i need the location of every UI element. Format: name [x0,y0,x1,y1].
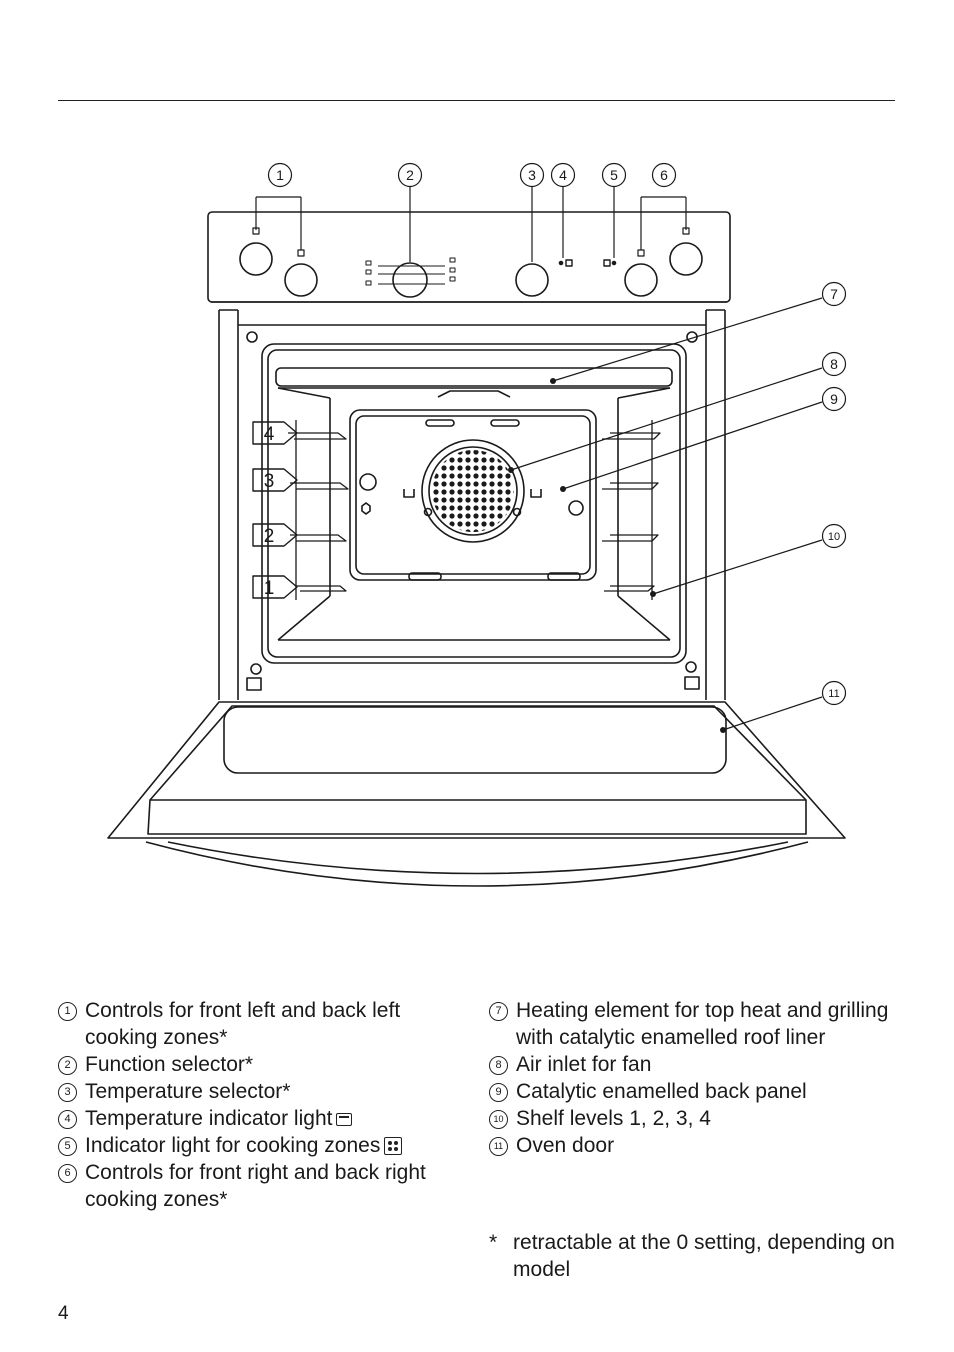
shelf-level-label: 1 [264,578,275,599]
legend-text: Controls for front right and back right … [85,1161,426,1211]
legend-item: 10 Shelf levels 1, 2, 3, 4 [489,1105,909,1132]
door-window [223,706,727,774]
shelf-runners [288,420,661,600]
knob-temperature [515,263,549,297]
legend-text: Controls for front left and back left co… [85,999,401,1049]
legend-item: 5 Indicator light for cooking zones [58,1132,478,1159]
legend-number: 3 [58,1083,77,1102]
legend-item: 8 Air inlet for fan [489,1051,909,1078]
legend-number: 1 [58,1002,77,1021]
legend-item: 11 Oven door [489,1132,909,1159]
shelf-level-label: 4 [264,424,275,445]
fan [421,439,525,543]
knob-right-back [669,242,703,276]
legend-item: 4 Temperature indicator light [58,1105,478,1132]
grill-element [275,367,673,387]
oven-door [107,701,846,887]
legend-item: 2 Function selector* [58,1051,478,1078]
legend-item: 7 Heating element for top heat and grill… [489,997,909,1051]
legend-item: 9 Catalytic enamelled back panel [489,1078,909,1105]
legend-number: 4 [58,1110,77,1129]
back-panel [349,409,597,581]
callout-number: 7 [830,286,838,302]
callout-number: 10 [828,531,840,543]
callout-number: 3 [528,167,536,183]
legend-text: Indicator light for cooking zones [85,1134,381,1157]
callout-number: 5 [610,167,618,183]
legend-text: Temperature selector* [85,1080,291,1103]
legend-item: 3 Temperature selector* [58,1078,478,1105]
legend-text-with-symbol: Indicator light for cooking zones [85,1132,478,1159]
legend-text-with-symbol: Temperature indicator light [85,1105,478,1132]
footnote-marker: * [489,1231,498,1254]
knob-left-front [239,242,273,276]
legend-number: 2 [58,1056,77,1075]
legend-text: Shelf levels 1, 2, 3, 4 [516,1107,711,1130]
legend-text: Catalytic enamelled back panel [516,1080,807,1103]
shelf-level-tags [252,421,298,599]
legend-text: Oven door [516,1134,615,1157]
knob-left-back [284,263,318,297]
legend-left: 1 Controls for front left and back left … [58,997,478,1213]
oven-diagram: 1 2 3 4 5 6 7 8 9 10 11 4 3 2 1 [107,162,847,887]
callout-number: 2 [406,167,414,183]
legend-text: Air inlet for fan [516,1053,652,1076]
legend-text: Temperature indicator light [85,1107,333,1130]
control-panel [207,211,731,303]
legend-number: 9 [489,1083,508,1102]
header-rule [58,100,895,101]
callout-number: 6 [660,167,668,183]
cooking-zones-icon [384,1137,403,1155]
footnote: * retractable at the 0 setting, dependin… [489,1229,909,1283]
legend-number: 6 [58,1164,77,1183]
legend-text: Heating element for top heat and grillin… [516,999,889,1049]
shelf-level-label: 2 [264,526,275,547]
oven-light-icon [336,1113,353,1126]
legend-number: 8 [489,1056,508,1075]
knob-function [392,262,428,298]
oven-frame [218,309,726,700]
oven-cavity [261,343,687,664]
legend-number: 5 [58,1137,77,1156]
callout-number: 8 [830,356,838,372]
legend-item: 6 Controls for front right and back righ… [58,1159,478,1213]
callout-number: 11 [828,688,839,700]
legend-number: 11 [489,1137,508,1156]
shelf-level-label: 3 [264,471,275,492]
callout-number: 1 [276,167,284,183]
callout-number: 4 [559,167,567,183]
callout-circles [267,162,847,706]
zone-light [603,259,611,267]
legend-item: 1 Controls for front left and back left … [58,997,478,1051]
knob-right-front [624,263,658,297]
callout-number: 9 [830,391,838,407]
legend-text: Function selector* [85,1053,254,1076]
page-number: 4 [58,1303,69,1324]
temp-light [565,259,573,267]
legend-number: 7 [489,1002,508,1021]
footnote-text: retractable at the 0 setting, depending … [513,1231,895,1281]
leader-lines [255,186,823,731]
legend-number: 10 [489,1110,508,1129]
legend-right: 7 Heating element for top heat and grill… [489,997,909,1159]
